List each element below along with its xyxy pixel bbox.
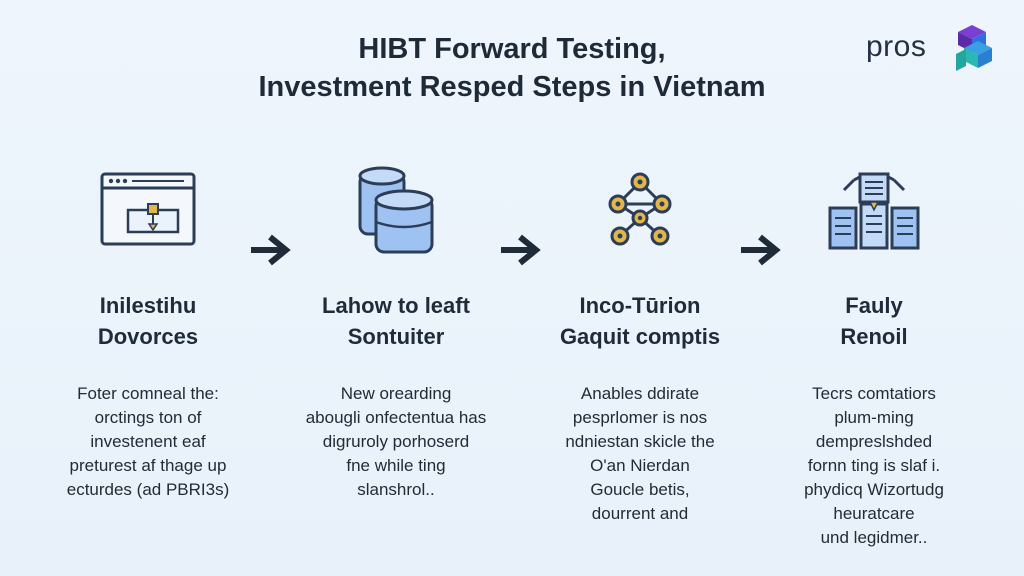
- database-cylinders-icon: [358, 166, 434, 254]
- step-3-title: Inco-Tūrion Gaquit comptis: [559, 293, 721, 349]
- document-stack-icon: [828, 172, 920, 250]
- step-1: Inilestihu Dovorces Foter comneal the: o…: [38, 160, 258, 502]
- step-4-description: Tecrs comtatiors plum-ming dempreslshded…: [804, 384, 944, 547]
- network-nodes-icon: [608, 172, 672, 246]
- arrow-right-icon: [741, 234, 781, 266]
- step-1-title: Inilestihu Dovorces: [97, 293, 199, 349]
- stacked-cubes-logo-icon: [956, 25, 992, 71]
- logo-text: pros: [866, 30, 927, 63]
- page-title: HIBT Forward Testing, Investment Resped …: [0, 30, 1024, 106]
- step-2-title: Lahow to leaft Sontuiter: [322, 293, 470, 349]
- step-3: Inco-Tūrion Gaquit comptis Anables ddira…: [530, 160, 750, 526]
- title-line-2: Investment Resped Steps in Vietnam: [258, 71, 766, 103]
- step-2: Lahow to leaft Sontuiter New orearding a…: [286, 160, 506, 502]
- step-4-title: Fauly Renoil: [840, 293, 908, 349]
- arrow-right-icon: [251, 234, 291, 266]
- title-line-1: HIBT Forward Testing,: [358, 33, 666, 65]
- arrow-right-icon: [501, 234, 541, 266]
- step-2-description: New orearding abougli onfectentua has di…: [305, 384, 487, 499]
- step-1-description: Foter comneal the: orctings ton of inves…: [66, 384, 230, 499]
- browser-window-icon: [100, 172, 196, 246]
- step-4: Fauly Renoil Tecrs comtatiors plum-ming …: [764, 160, 984, 550]
- brand-logo: pros: [866, 22, 1006, 78]
- step-3-description: Anables ddirate pesprlomer is nos ndnies…: [565, 384, 715, 523]
